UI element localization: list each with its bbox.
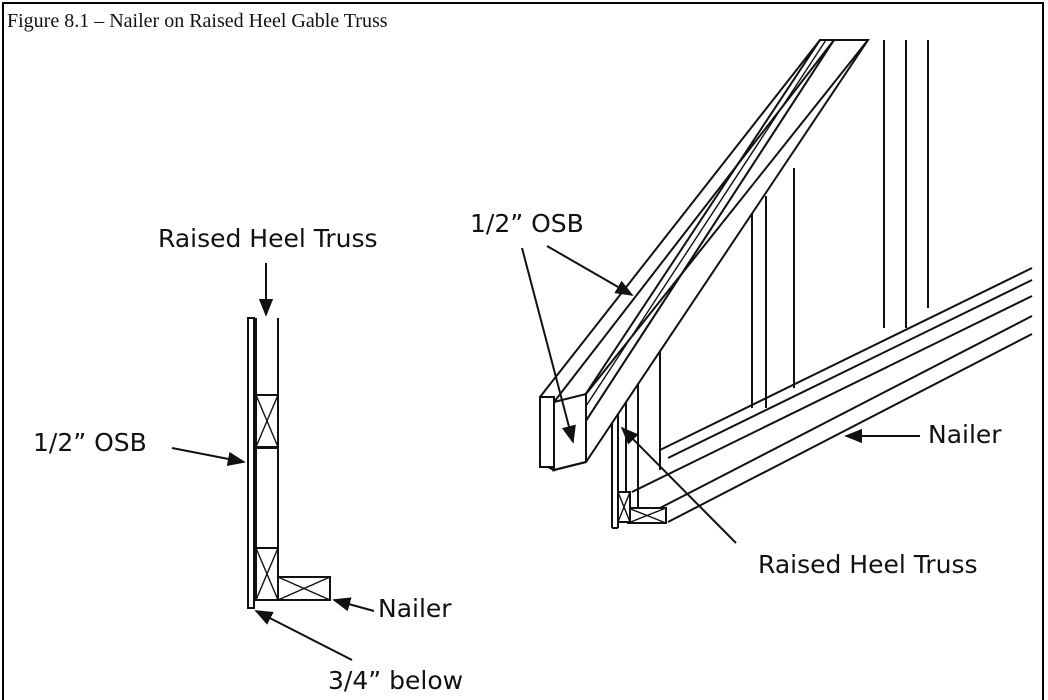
left-nailer-arrow bbox=[332, 597, 375, 612]
left-label-below: 3/4” below bbox=[328, 666, 463, 695]
left-label-raised-heel-truss: Raised Heel Truss bbox=[158, 224, 378, 253]
right-isometric-detail: 1/2” OSB Nailer Raised Heel Truss bbox=[470, 39, 1033, 579]
figure-caption: Figure 8.1 – Nailer on Raised Heel Gable… bbox=[7, 10, 388, 32]
right-label-osb: 1/2” OSB bbox=[470, 209, 584, 238]
left-section-detail: Raised Heel Truss 1/2” OSB Nailer 3/4” b… bbox=[33, 224, 463, 695]
left-lower-block bbox=[255, 547, 279, 601]
left-below-arrow bbox=[254, 610, 353, 661]
right-osb-arrow-2 bbox=[521, 247, 576, 444]
gable-stud-1 bbox=[883, 40, 929, 328]
left-label-nailer: Nailer bbox=[378, 594, 452, 623]
right-label-raised-heel-truss: Raised Heel Truss bbox=[758, 550, 978, 579]
left-label-osb: 1/2” OSB bbox=[33, 428, 147, 457]
bottom-chord bbox=[631, 267, 1033, 523]
left-osb-sheathing bbox=[247, 317, 255, 609]
gable-stud-2 bbox=[751, 168, 795, 408]
right-truss-arrow bbox=[620, 426, 737, 544]
right-nailer-end bbox=[617, 491, 667, 524]
rafter-top-chord bbox=[538, 39, 870, 472]
left-upper-block bbox=[255, 394, 279, 448]
left-nailer bbox=[277, 576, 331, 601]
right-osb-arrow-1 bbox=[546, 245, 634, 296]
right-label-nailer: Nailer bbox=[928, 420, 1002, 449]
left-osb-arrow bbox=[171, 447, 246, 466]
